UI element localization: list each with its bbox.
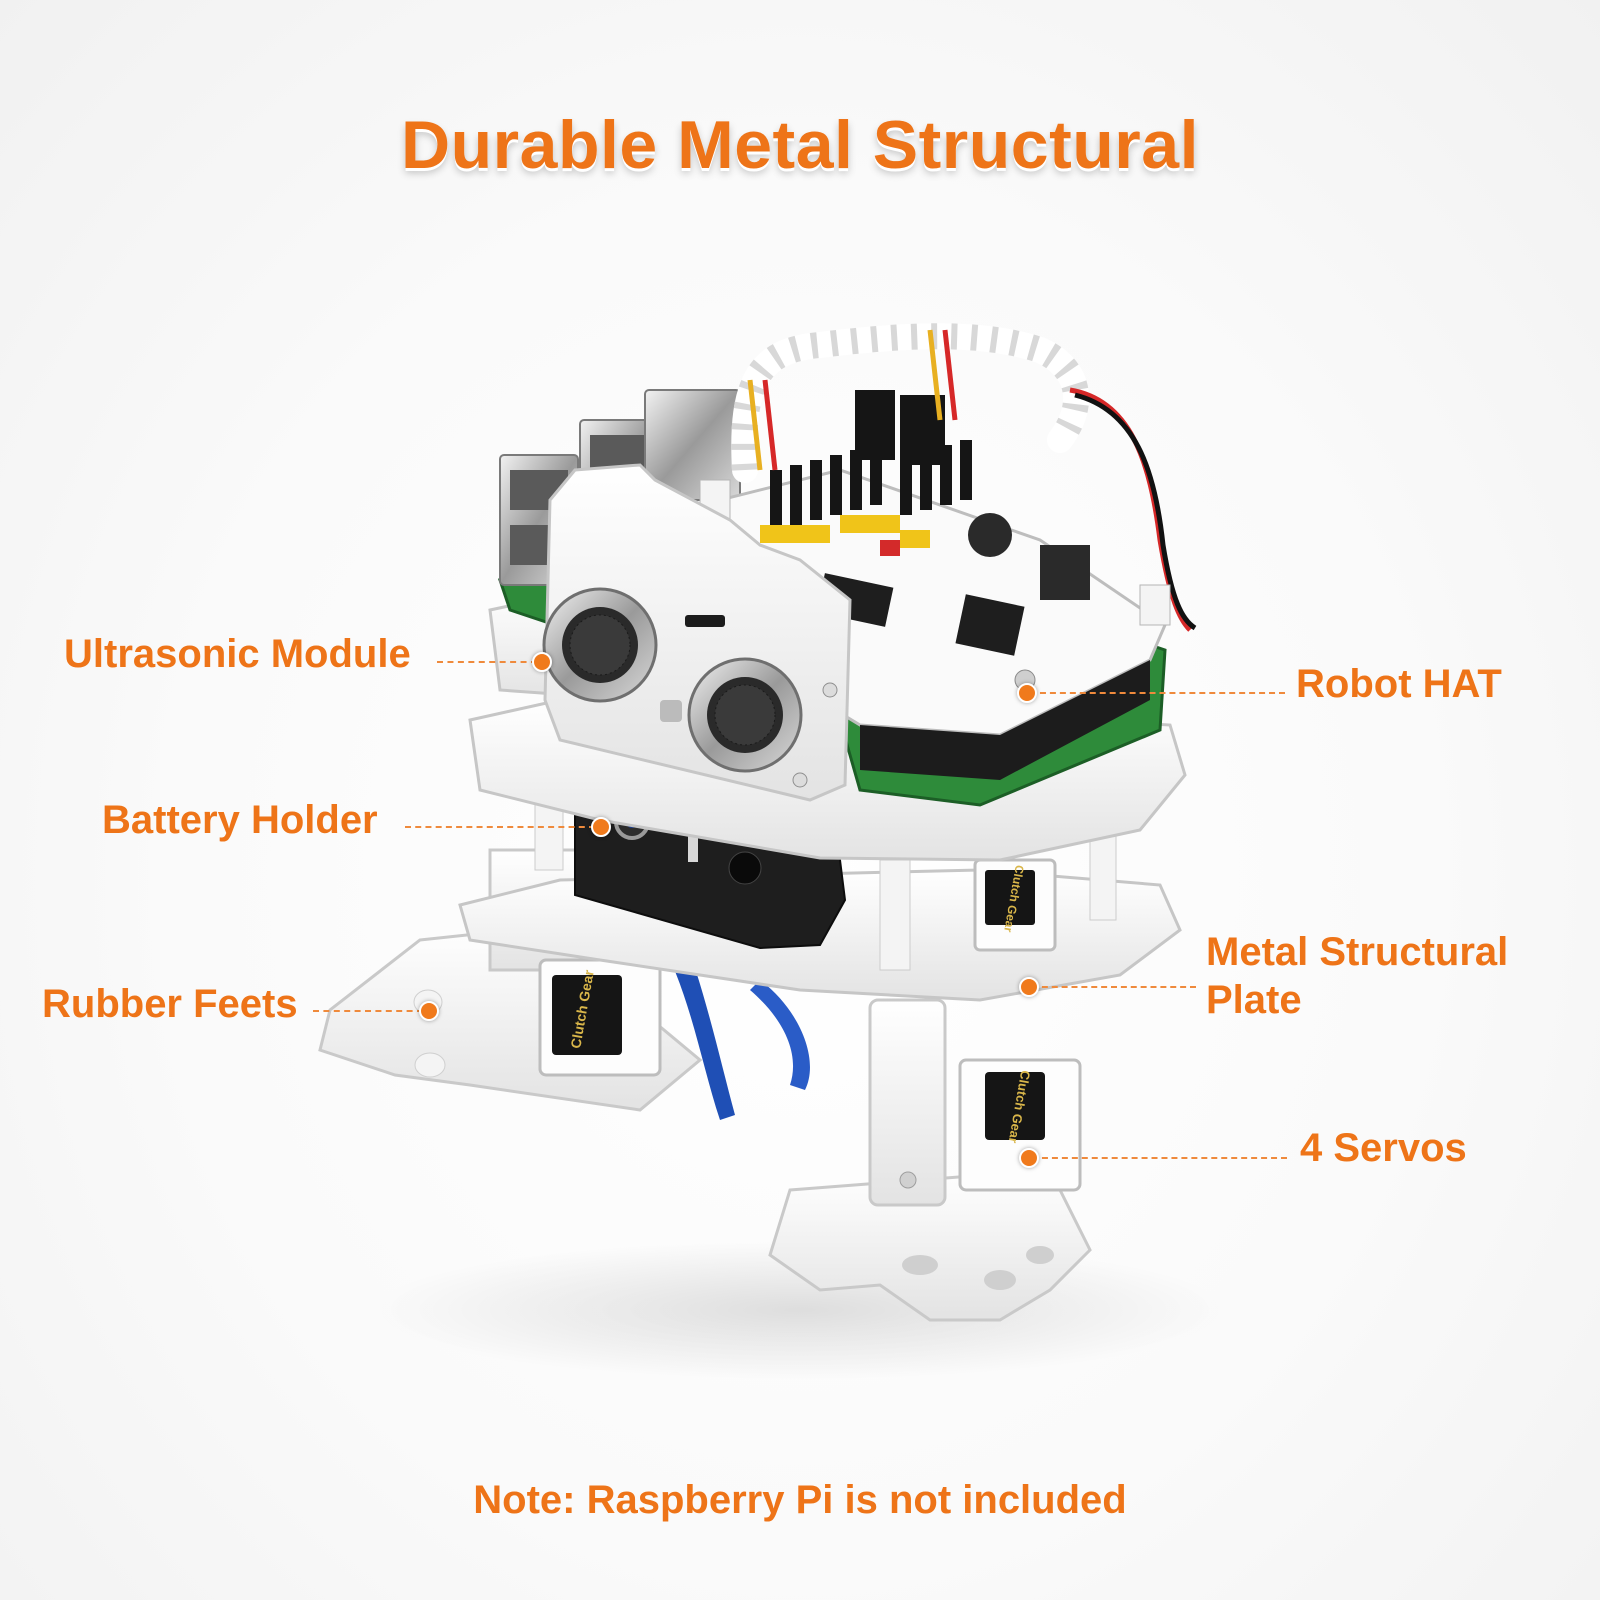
callout-dot (1017, 683, 1037, 703)
leader-line (1032, 986, 1196, 988)
callout-battery-holder: Battery Holder (102, 798, 378, 842)
callout-plate-line1: Metal Structural (1206, 930, 1509, 974)
callout-rubber-feets: Rubber Feets (42, 982, 298, 1026)
ultrasonic-module (542, 587, 803, 773)
callout-metal-structural-plate: Metal Structural Plate (1206, 928, 1508, 1024)
footnote: Note: Raspberry Pi is not included (473, 1478, 1127, 1522)
leader-line (1032, 1157, 1287, 1159)
callout-dot (1019, 1148, 1039, 1168)
callout-plate-line2: Plate (1206, 978, 1302, 1022)
callout-ultrasonic-module: Ultrasonic Module (64, 632, 411, 676)
callout-4-servos: 4 Servos (1300, 1126, 1467, 1170)
leader-line (1030, 692, 1285, 694)
callout-dot (591, 817, 611, 837)
callout-robot-hat: Robot HAT (1296, 662, 1502, 706)
callout-dot (419, 1001, 439, 1021)
leader-line (313, 1010, 423, 1012)
page-title: Durable Metal Structural (401, 107, 1199, 183)
battery-ribbon (655, 925, 735, 1120)
leader-line (405, 826, 595, 828)
leader-line (437, 661, 537, 663)
callout-dot (1019, 977, 1039, 997)
callout-dot (532, 652, 552, 672)
